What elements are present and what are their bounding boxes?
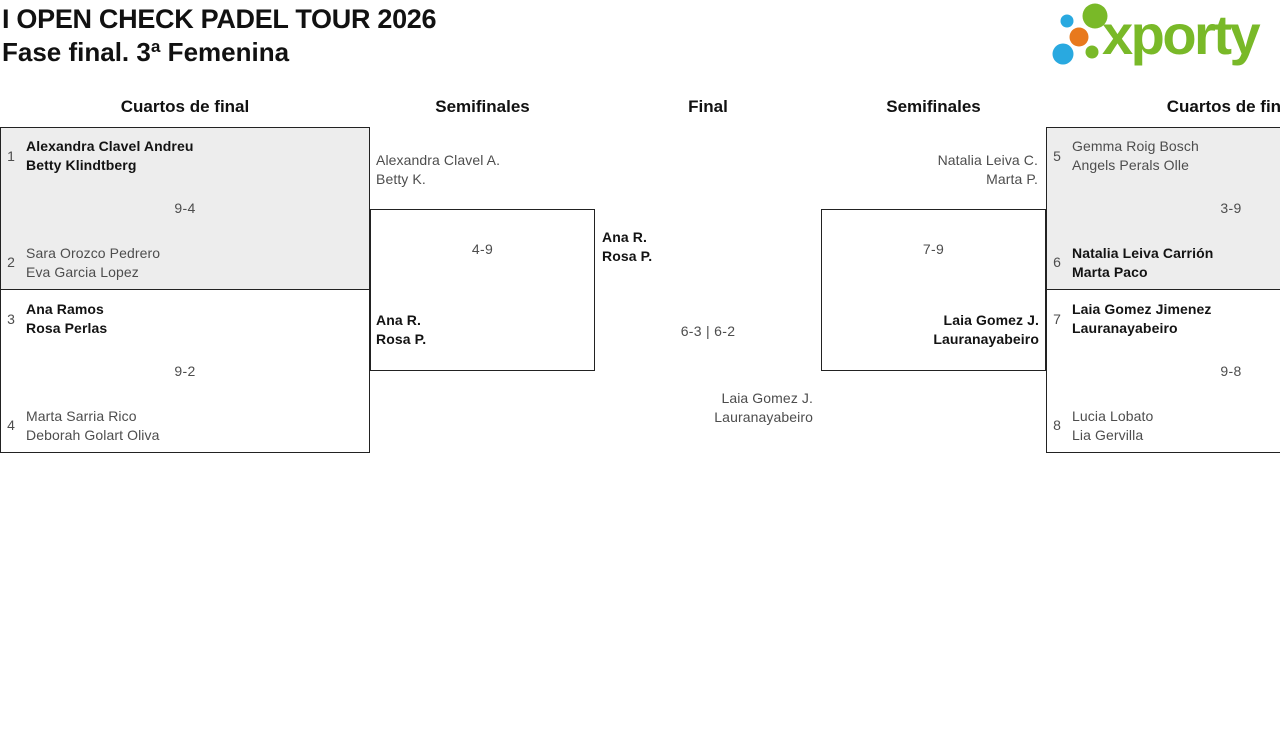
seed-number: 7 bbox=[1053, 311, 1061, 327]
player-name: Ana R. bbox=[602, 229, 647, 245]
seed-number: 5 bbox=[1053, 148, 1061, 164]
team-name-winner: Alexandra Clavel Andreu Betty Klindtberg bbox=[26, 137, 194, 175]
player-name: Rosa P. bbox=[602, 248, 653, 264]
player-name: Natalia Leiva Carrión bbox=[1072, 245, 1214, 261]
seed-number: 1 bbox=[7, 148, 15, 164]
player-name: Sara Orozco Pedrero bbox=[26, 245, 161, 261]
match-box-sf2 bbox=[821, 209, 1046, 371]
team-name-loser: Gemma Roig Bosch Angels Perals Olle bbox=[1072, 137, 1199, 175]
player-name: Ana R. bbox=[376, 312, 421, 328]
player-name: Rosa Perlas bbox=[26, 320, 108, 336]
team-name-loser: Alexandra Clavel A. Betty K. bbox=[376, 151, 500, 189]
seed-number: 4 bbox=[7, 417, 15, 433]
column-header-left-quarterfinals: Cuartos de final bbox=[120, 97, 250, 116]
page-title: I OPEN CHECK PADEL TOUR 2026 bbox=[2, 4, 437, 34]
team-name-winner: Natalia Leiva Carrión Marta Paco bbox=[1072, 244, 1213, 282]
player-name: Eva Garcia Lopez bbox=[26, 264, 139, 280]
player-name: Lauranayabeiro bbox=[1072, 320, 1178, 336]
seed-number: 6 bbox=[1053, 254, 1061, 270]
player-name: Lucia Lobato bbox=[1072, 408, 1154, 424]
seed-number: 2 bbox=[7, 254, 15, 270]
match-box-qf1 bbox=[0, 127, 370, 290]
seed-number: 3 bbox=[7, 311, 15, 327]
player-name: Laia Gomez Jimenez bbox=[1072, 301, 1212, 317]
column-header-right-quarterfinals: Cuartos de final bbox=[1166, 97, 1280, 116]
player-name: Deborah Golart Oliva bbox=[26, 427, 160, 443]
team-name-winner: Ana Ramos Rosa Perlas bbox=[26, 300, 107, 338]
team-name-loser: Laia Gomez J. Lauranayabeiro bbox=[595, 389, 813, 427]
team-name-loser: Natalia Leiva C. Marta P. bbox=[821, 151, 1038, 189]
match-score: 9-8 bbox=[1220, 363, 1242, 379]
column-header-left-semifinals: Semifinales bbox=[435, 97, 530, 116]
player-name: Laia Gomez J. bbox=[943, 312, 1039, 328]
page-subtitle: Fase final. 3ª Femenina bbox=[2, 37, 290, 67]
player-name: Betty K. bbox=[376, 171, 426, 187]
match-score: 7-9 bbox=[922, 241, 945, 257]
player-name: Gemma Roig Bosch bbox=[1072, 138, 1199, 154]
team-name-winner: Ana R. Rosa P. bbox=[376, 311, 426, 349]
match-score: 4-9 bbox=[471, 241, 494, 257]
team-name-loser: Lucia Lobato Lia Gervilla bbox=[1072, 407, 1153, 445]
team-name-winner: Laia Gomez Jimenez Lauranayabeiro bbox=[1072, 300, 1212, 338]
match-box-qf3 bbox=[1046, 127, 1280, 290]
player-name: Laia Gomez J. bbox=[721, 390, 813, 406]
player-name: Rosa P. bbox=[376, 331, 427, 347]
team-name-winner: Laia Gomez J. Lauranayabeiro bbox=[821, 311, 1039, 349]
player-name: Ana Ramos bbox=[26, 301, 104, 317]
match-box-sf1 bbox=[370, 209, 595, 371]
match-score: 9-4 bbox=[174, 200, 196, 216]
player-name: Marta P. bbox=[986, 171, 1038, 187]
seed-number: 8 bbox=[1053, 417, 1061, 433]
player-name: Betty Klindtberg bbox=[26, 157, 137, 173]
player-name: Angels Perals Olle bbox=[1072, 157, 1189, 173]
player-name: Natalia Leiva C. bbox=[937, 152, 1038, 168]
match-score: 6-3 | 6-2 bbox=[680, 323, 736, 339]
column-header-final: Final bbox=[688, 97, 728, 116]
team-name-loser: Sara Orozco Pedrero Eva Garcia Lopez bbox=[26, 244, 160, 282]
match-box-qf4 bbox=[1046, 289, 1280, 453]
player-name: Alexandra Clavel A. bbox=[376, 152, 501, 168]
player-name: Lia Gervilla bbox=[1072, 427, 1144, 443]
player-name: Marta Sarria Rico bbox=[26, 408, 137, 424]
match-score: 9-2 bbox=[174, 363, 196, 379]
player-name: Lauranayabeiro bbox=[933, 331, 1039, 347]
xporty-wordmark: xporty bbox=[1102, 3, 1261, 66]
match-box-qf2 bbox=[0, 289, 370, 453]
player-name: Alexandra Clavel Andreu bbox=[26, 138, 194, 154]
column-header-right-semifinals: Semifinales bbox=[886, 97, 981, 116]
player-name: Lauranayabeiro bbox=[714, 409, 813, 425]
team-name-winner: Ana R. Rosa P. bbox=[602, 228, 652, 266]
player-name: Marta Paco bbox=[1072, 264, 1148, 280]
team-name-loser: Marta Sarria Rico Deborah Golart Oliva bbox=[26, 407, 160, 445]
xporty-dots-icon bbox=[1052, 3, 1108, 65]
match-score: 3-9 bbox=[1220, 200, 1242, 216]
